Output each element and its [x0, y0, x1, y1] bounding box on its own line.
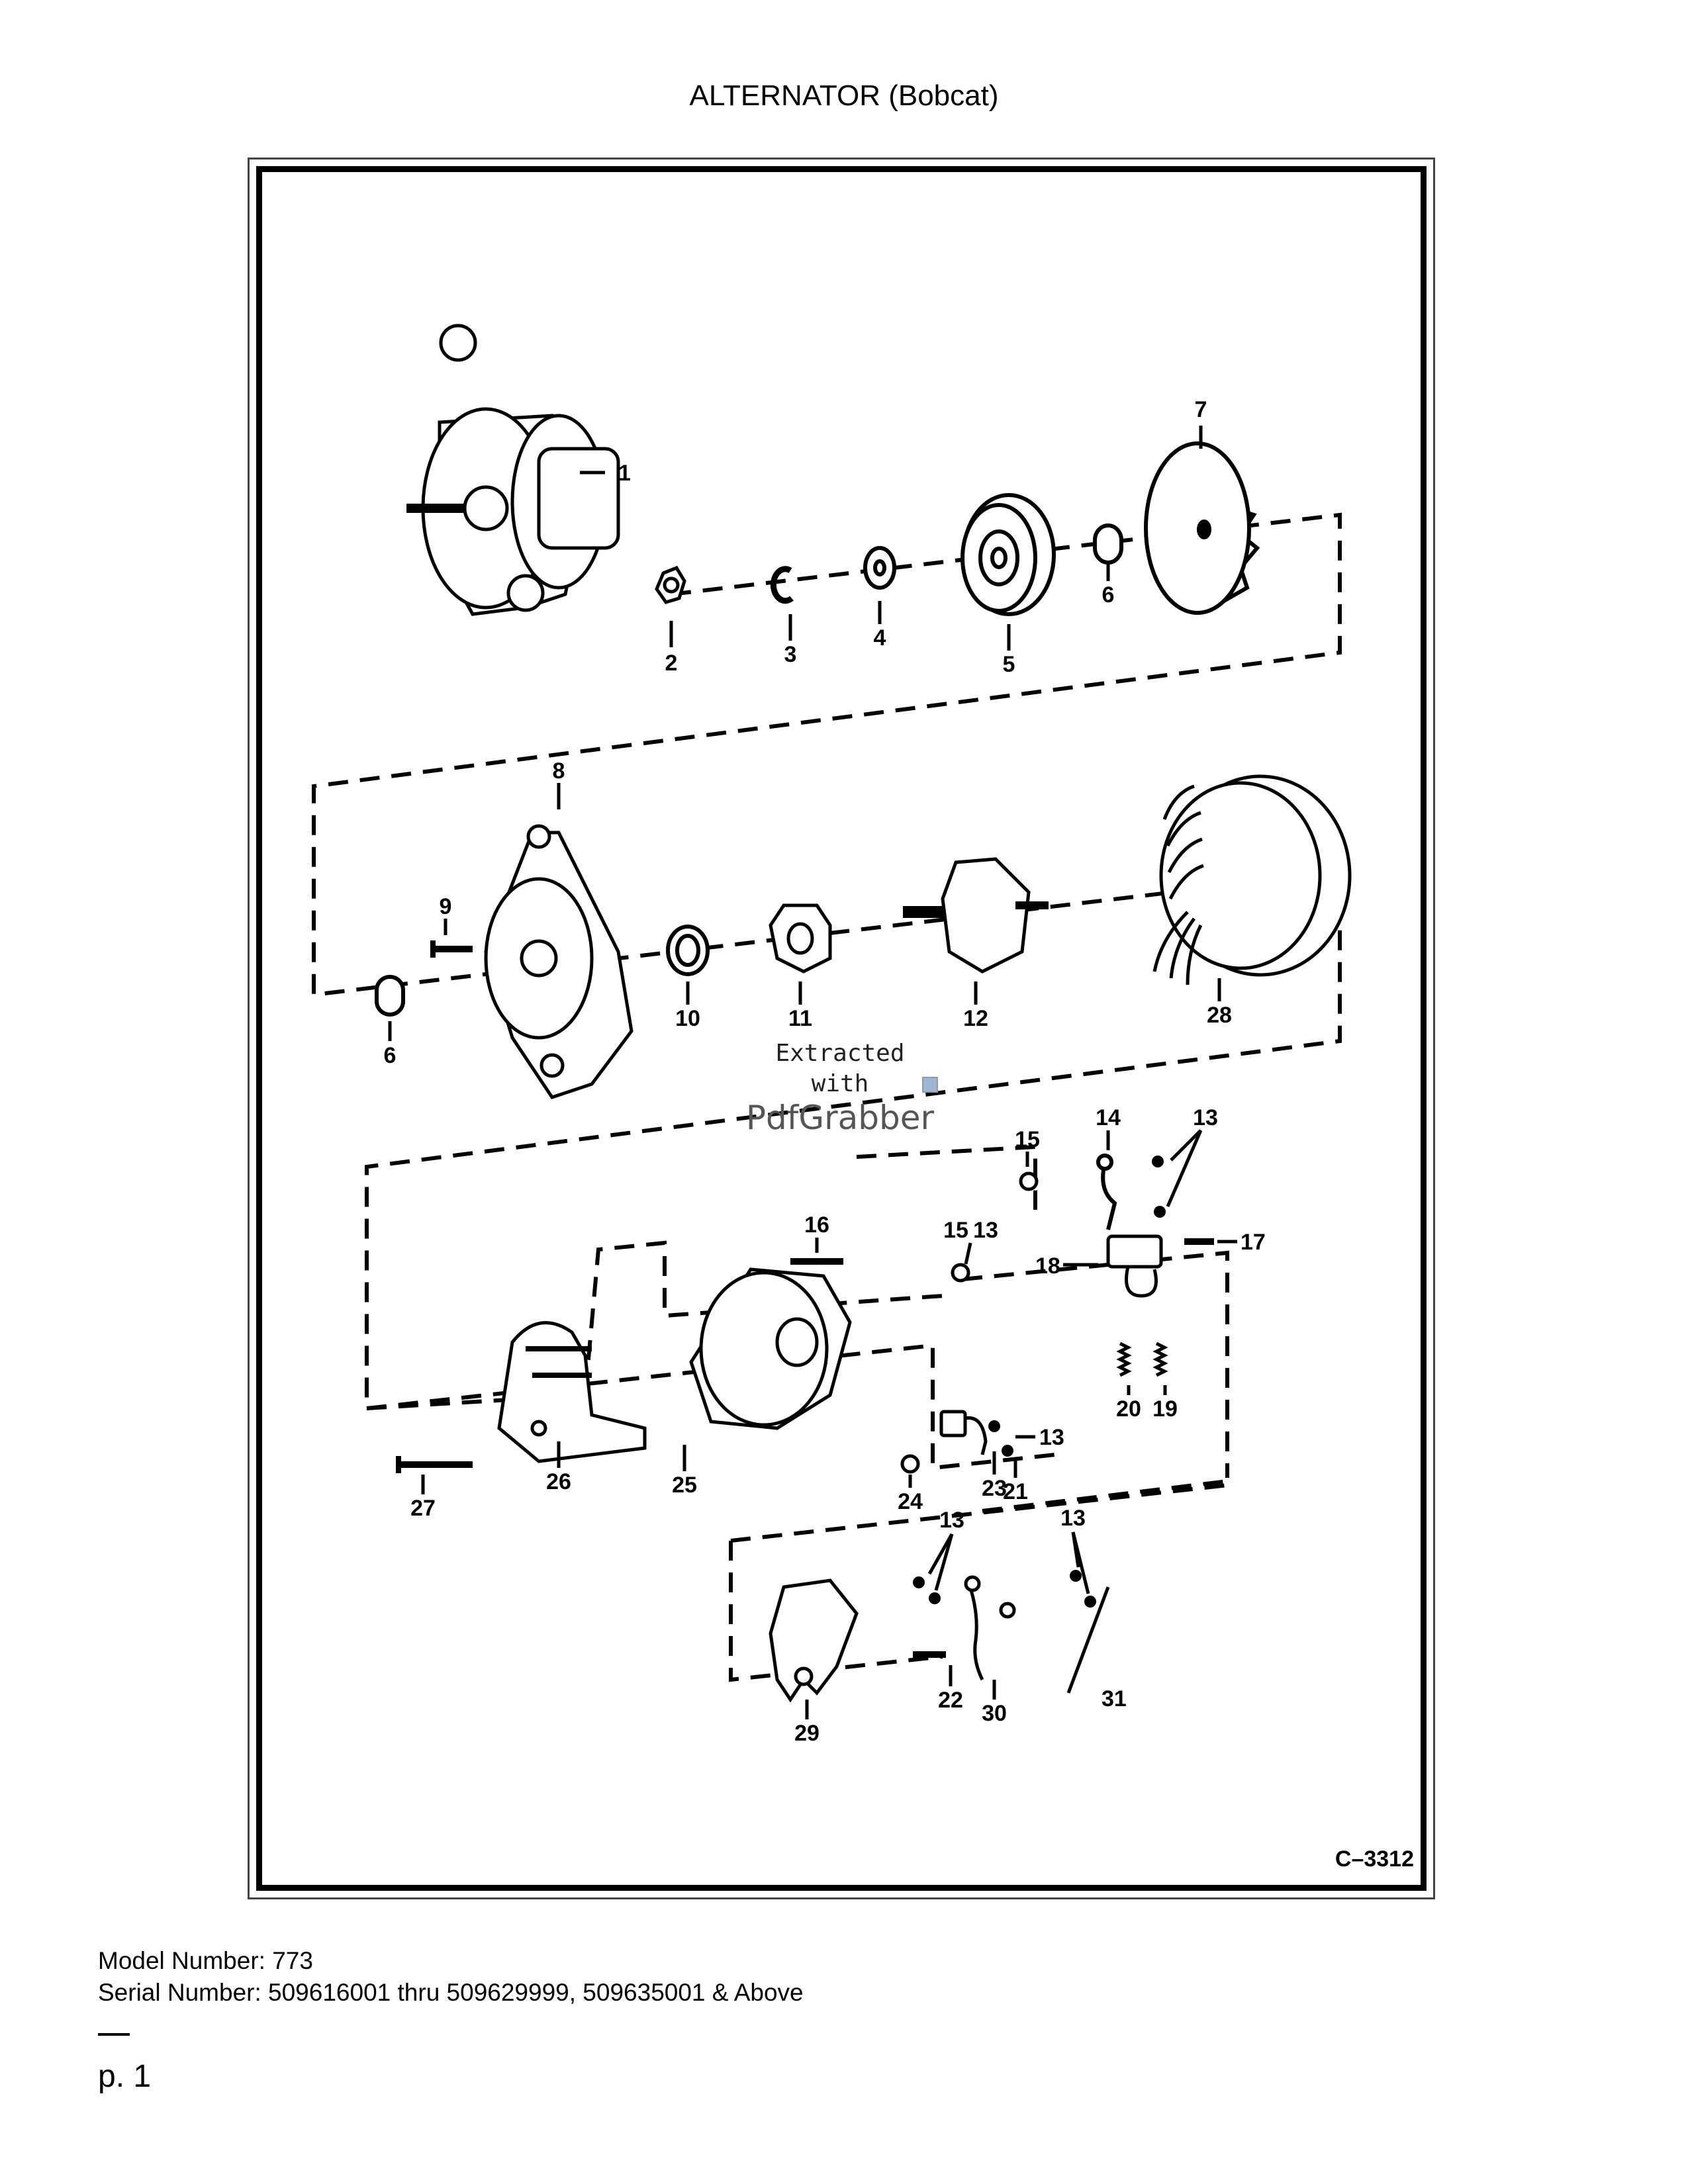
callout-22: 22	[938, 1688, 963, 1713]
rotor-icon	[903, 857, 1049, 974]
page-number: p. 1	[98, 2059, 152, 2094]
callout-5: 5	[1003, 652, 1015, 677]
callout-3: 3	[784, 642, 797, 667]
alternator-assembly-icon	[406, 324, 620, 616]
callout-11: 11	[788, 1006, 812, 1031]
stator-coil-icon	[1152, 774, 1352, 985]
retainer-plate-icon	[769, 903, 832, 974]
callout-13-c: 13	[1039, 1425, 1064, 1450]
callout-numbers: 1 2 3 4 5 6 7 8 9 6 10 11 12 28 15 14 13…	[384, 397, 1266, 1746]
callout-1: 1	[618, 461, 631, 486]
callout-20: 20	[1116, 1396, 1141, 1422]
callout-18: 18	[1035, 1253, 1060, 1279]
diagram-frame	[248, 158, 1435, 1899]
callout-13-a: 13	[1193, 1105, 1218, 1130]
callout-27: 27	[410, 1496, 436, 1521]
screw-icon-9	[430, 940, 473, 958]
callout-10: 10	[675, 1006, 700, 1031]
diagram-frame-inner-border	[256, 166, 1427, 1891]
callout-30: 30	[982, 1701, 1007, 1726]
callout-29: 29	[794, 1721, 820, 1746]
nut-icon-13	[913, 1156, 1166, 1608]
nut-icon	[655, 565, 686, 604]
callout-28: 28	[1207, 1003, 1232, 1028]
callout-6-top: 6	[1102, 582, 1115, 608]
callout-24: 24	[898, 1489, 923, 1514]
bolt-icon-27	[396, 1456, 473, 1473]
drive-end-frame-icon	[484, 824, 633, 1099]
serial-number: Serial Number: 509616001 thru 509629999,…	[98, 1979, 804, 2006]
callout-21: 21	[1003, 1479, 1028, 1504]
spacer-icon-2	[375, 975, 405, 1017]
callout-31: 31	[1102, 1686, 1127, 1711]
brush-holder-icon-18	[1106, 1234, 1163, 1298]
callout-7: 7	[1195, 397, 1207, 422]
watermark-brand: PdfGrabber	[746, 1099, 935, 1137]
callout-16: 16	[804, 1212, 829, 1238]
spacer-icon	[1093, 523, 1123, 565]
exploded-parts-diagram: 1 2 3 4 5 6 7 8 9 6 10 11 12 28 15 14 13…	[312, 324, 1414, 1872]
callout-13-b: 13	[973, 1218, 998, 1243]
callout-6-mid: 6	[384, 1043, 397, 1068]
callout-17: 17	[1241, 1230, 1266, 1255]
nut-icon-15	[900, 1171, 1039, 1474]
callout-15-b: 15	[943, 1218, 968, 1243]
bearing-icon	[666, 925, 710, 976]
callout-4: 4	[874, 625, 886, 651]
watermark-logo-icon	[922, 1077, 938, 1093]
callout-15-a: 15	[1015, 1127, 1040, 1152]
lock-washer-icon	[770, 566, 794, 604]
callout-19: 19	[1152, 1396, 1178, 1422]
callout-8: 8	[553, 758, 565, 784]
brush-lead-icon-23	[939, 1410, 988, 1455]
callout-13-d: 13	[939, 1508, 964, 1533]
callout-26: 26	[546, 1469, 571, 1494]
regulator-icon-29	[769, 1578, 859, 1703]
callout-12: 12	[963, 1006, 988, 1031]
assembly-dashed-lines	[312, 512, 1342, 1682]
watermark-line2: with	[812, 1070, 869, 1097]
lead-wire-icon-14	[1096, 1154, 1117, 1230]
watermark: Extracted with PdfGrabber	[746, 1040, 938, 1137]
slip-ring-end-frame-icon	[689, 1267, 852, 1430]
pulley-icon	[961, 493, 1056, 616]
callout-14: 14	[1096, 1105, 1121, 1130]
rectifier-icon	[497, 1321, 647, 1463]
wire-lead-icon-30	[964, 1575, 1016, 1681]
page-title: ALTERNATOR (Bobcat)	[689, 79, 999, 112]
leader-lines	[388, 426, 1237, 1719]
harness-icon-31	[1066, 1586, 1110, 1694]
watermark-line1: Extracted	[775, 1040, 904, 1067]
fan-icon	[1144, 441, 1260, 615]
washer-icon	[863, 546, 896, 590]
page-number-rule	[98, 2033, 130, 2036]
model-number: Model Number: 773	[98, 1947, 313, 1974]
callout-9: 9	[440, 894, 452, 919]
callout-25: 25	[672, 1473, 697, 1498]
drawing-code: C–3312	[1335, 1846, 1414, 1872]
callout-23: 23	[982, 1476, 1007, 1501]
callout-2: 2	[665, 651, 678, 676]
callout-13-e: 13	[1060, 1506, 1086, 1531]
spring-icon	[1116, 1342, 1168, 1377]
